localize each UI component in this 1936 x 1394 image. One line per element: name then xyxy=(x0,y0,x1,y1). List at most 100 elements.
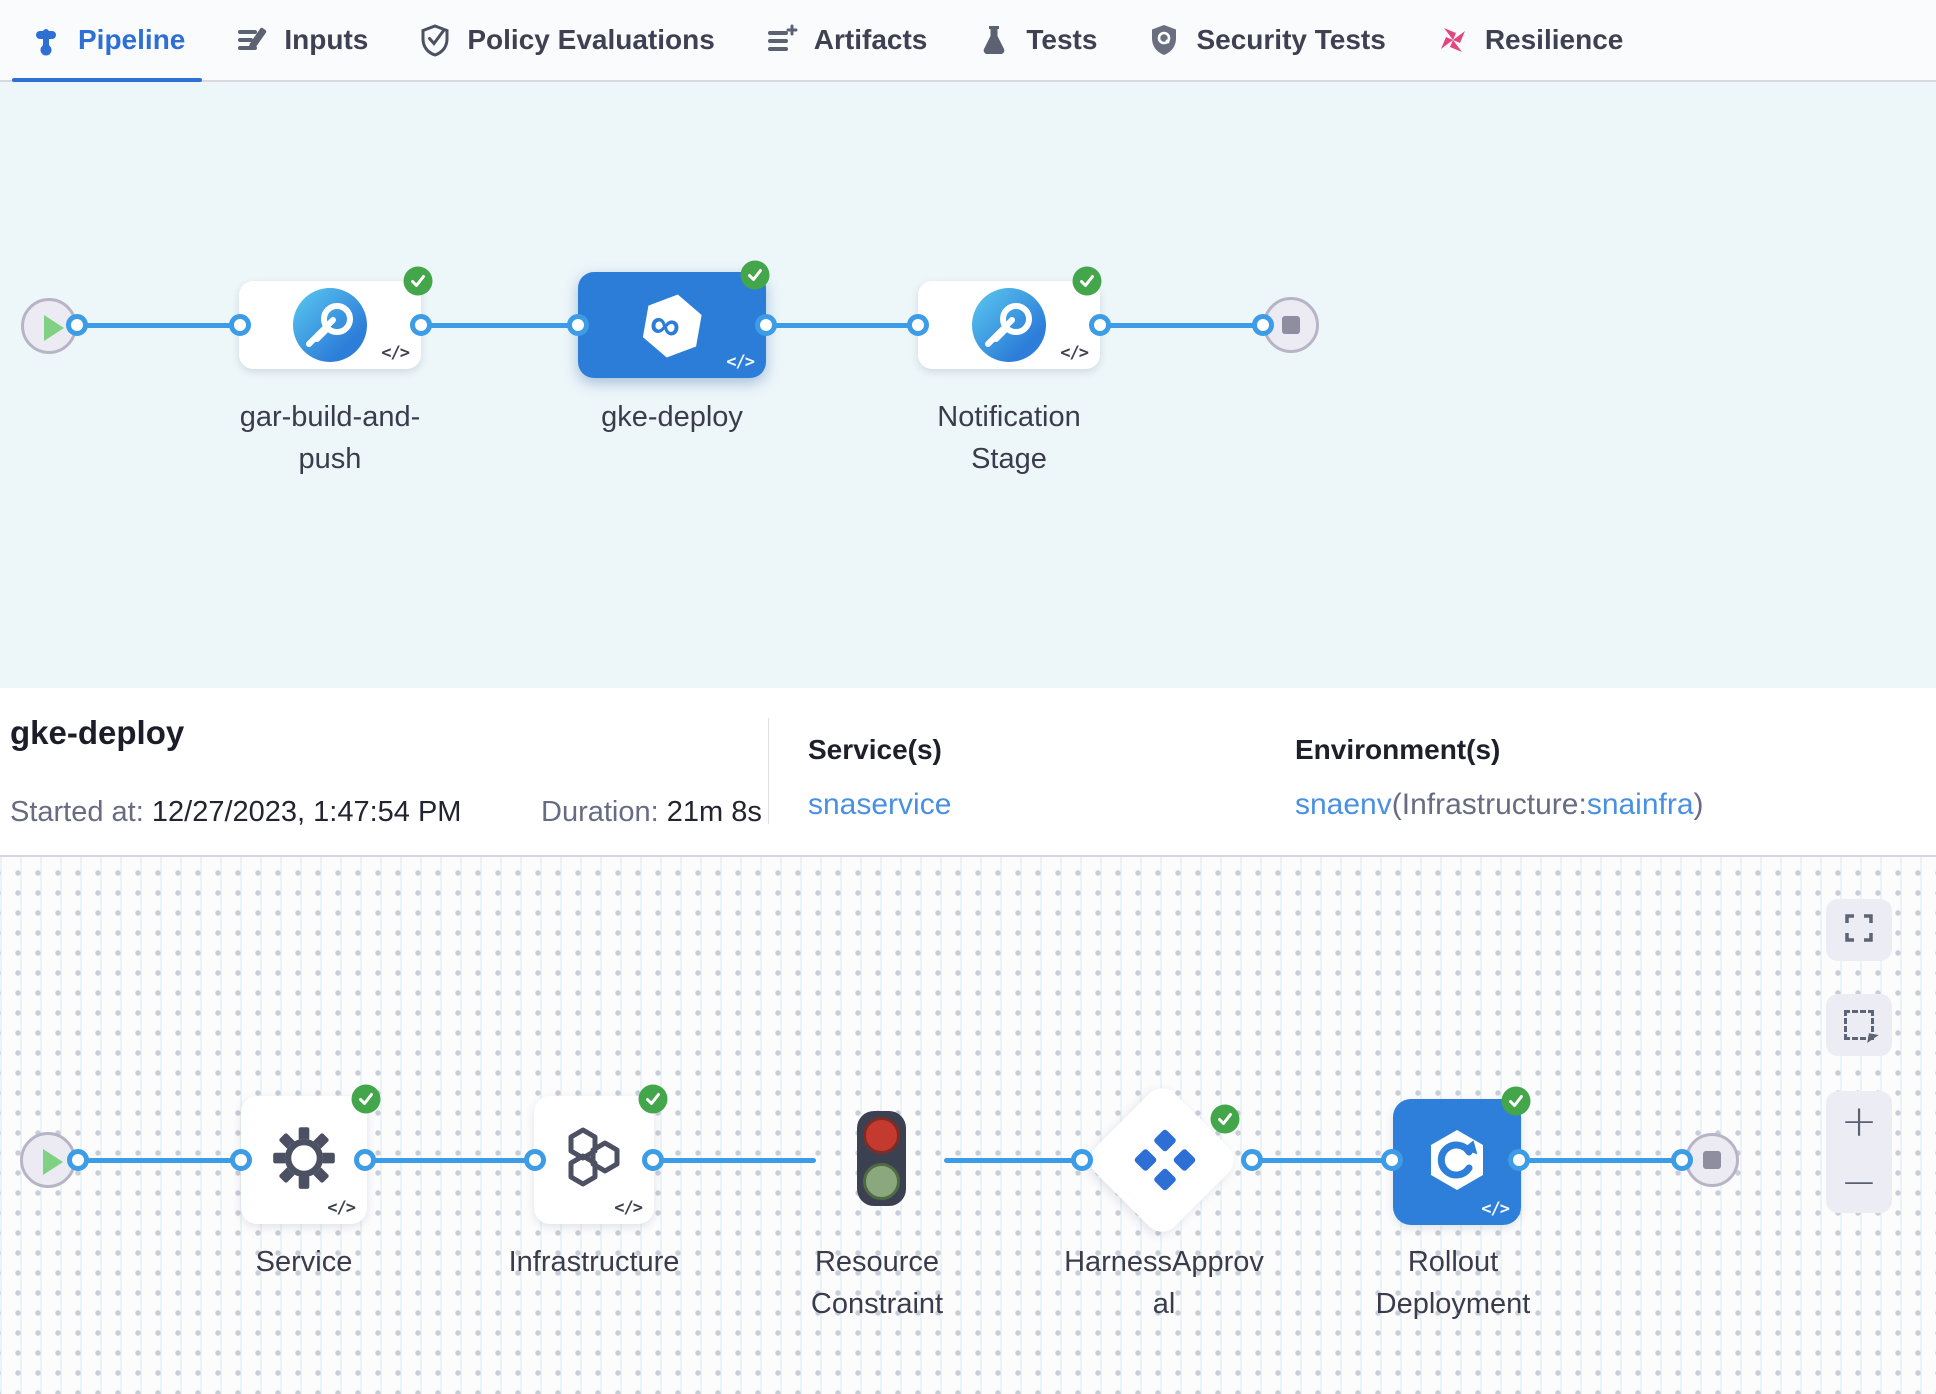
step-card-infrastructure[interactable]: </> xyxy=(534,1096,654,1224)
environment-link[interactable]: snaenv xyxy=(1295,788,1392,821)
service-link[interactable]: snaservice xyxy=(808,788,952,821)
stage-card-notification-stage[interactable]: </> xyxy=(918,281,1100,369)
infrastructure-link[interactable]: snainfra xyxy=(1586,788,1694,821)
yaml-code-icon[interactable]: </> xyxy=(726,352,755,372)
connector-dot xyxy=(1241,1149,1263,1171)
connector-dot xyxy=(567,314,589,336)
execution-start-node xyxy=(20,1132,76,1188)
stage-title: gke-deploy xyxy=(10,714,185,751)
infrastructure-suffix: ) xyxy=(1693,788,1704,821)
deploy-stage-icon: ∞ xyxy=(635,287,708,368)
connector-line xyxy=(766,322,918,328)
connector-dot xyxy=(755,314,777,336)
tab-pipeline[interactable]: Pipeline xyxy=(4,0,210,82)
play-icon xyxy=(44,315,64,341)
execution-graph-canvas[interactable]: </> </> xyxy=(0,856,1936,1394)
infrastructure-prefix: (Infrastructure: xyxy=(1391,788,1587,821)
fullscreen-button[interactable] xyxy=(1826,899,1892,961)
stage-card-gke-deploy[interactable]: ∞ </> xyxy=(578,272,766,378)
environments-header: Environment(s) xyxy=(1295,734,1501,765)
tab-artifacts[interactable]: Artifacts xyxy=(740,0,953,80)
tab-policy-evaluations[interactable]: Policy Evaluations xyxy=(393,0,739,80)
started-at-label: Started at: xyxy=(10,796,144,828)
inputs-icon xyxy=(235,23,269,57)
marquee-select-button[interactable] xyxy=(1826,994,1892,1056)
resilience-pinwheel-icon xyxy=(1436,23,1470,57)
connector-dot xyxy=(67,1149,89,1171)
connector-line xyxy=(421,322,578,328)
stop-icon xyxy=(1703,1151,1721,1169)
gear-icon xyxy=(270,1124,338,1197)
tab-tests[interactable]: Tests xyxy=(952,0,1122,80)
connector-dot xyxy=(1508,1149,1530,1171)
connector-dot xyxy=(642,1149,664,1171)
connector-dot xyxy=(229,314,251,336)
yaml-code-icon[interactable]: </> xyxy=(614,1198,643,1218)
stage-label[interactable]: gar-build-and-push xyxy=(239,401,421,475)
zoom-in-button[interactable]: + xyxy=(1840,1095,1878,1147)
stage-label[interactable]: gke-deploy xyxy=(601,401,743,433)
yaml-code-icon[interactable]: </> xyxy=(1481,1199,1510,1219)
step-label[interactable]: Service xyxy=(255,1246,353,1278)
vertical-divider xyxy=(768,718,769,824)
rollout-icon xyxy=(1423,1126,1491,1199)
success-check-badge xyxy=(1501,1086,1531,1116)
connector-dot xyxy=(524,1149,546,1171)
step-label[interactable]: Infrastructure xyxy=(508,1246,680,1278)
success-check-badge xyxy=(740,260,770,290)
play-icon xyxy=(43,1149,63,1175)
tab-label: Tests xyxy=(1026,24,1098,55)
duration-value: 21m 8s xyxy=(666,796,762,828)
zoom-out-button[interactable]: − xyxy=(1840,1156,1878,1208)
step-resource-constraint-traffic-light-icon[interactable] xyxy=(857,1111,906,1206)
connector-dot xyxy=(1089,314,1111,336)
tab-label: Inputs xyxy=(284,24,369,55)
green-light xyxy=(863,1163,900,1200)
success-check-badge xyxy=(1210,1104,1240,1134)
tab-label: Resilience xyxy=(1484,24,1624,55)
success-check-badge xyxy=(1072,266,1102,296)
environment-line: snaenv(Infrastructure:snainfra) xyxy=(1295,788,1704,822)
duration: Duration: 21m 8s xyxy=(541,796,762,829)
custom-stage-icon xyxy=(293,288,367,362)
step-card-rollout-deployment[interactable]: </> xyxy=(1393,1099,1521,1225)
yaml-code-icon[interactable]: </> xyxy=(381,343,410,363)
step-label[interactable]: Resource Constraint xyxy=(810,1246,944,1320)
step-label[interactable]: HarnessApproval xyxy=(1064,1246,1264,1320)
flask-icon xyxy=(977,23,1011,57)
connector-dot xyxy=(354,1149,376,1171)
connector-line xyxy=(1252,1157,1392,1163)
connector-dot xyxy=(230,1149,252,1171)
success-check-badge xyxy=(351,1084,381,1114)
connector-dot xyxy=(1252,314,1274,336)
duration-label: Duration: xyxy=(541,796,659,828)
connector-line xyxy=(944,1157,1082,1163)
execution-end-node xyxy=(1685,1133,1739,1187)
connector-line xyxy=(653,1157,816,1163)
yaml-code-icon[interactable]: </> xyxy=(1060,343,1089,363)
hexagons-icon xyxy=(561,1126,627,1195)
approval-diamond-icon xyxy=(1133,1128,1197,1197)
connector-dot xyxy=(907,314,929,336)
step-card-service[interactable]: </> xyxy=(241,1096,367,1224)
tab-label: Artifacts xyxy=(813,24,928,55)
tab-label: Pipeline xyxy=(78,24,186,55)
fullscreen-icon xyxy=(1843,912,1875,949)
connector-dot xyxy=(1071,1149,1093,1171)
connector-line xyxy=(1100,322,1263,328)
stage-card-gar-build-and-push[interactable]: </> xyxy=(239,281,421,369)
tab-label: Policy Evaluations xyxy=(467,24,715,55)
stage-label[interactable]: Notification Stage xyxy=(937,401,1081,475)
step-label[interactable]: Rollout Deployment xyxy=(1375,1246,1531,1320)
tab-inputs[interactable]: Inputs xyxy=(210,0,393,80)
connector-dot xyxy=(66,314,88,336)
custom-stage-icon xyxy=(972,288,1046,362)
pipeline-icon xyxy=(29,23,63,57)
tab-security-tests[interactable]: Security Tests xyxy=(1122,0,1410,80)
started-at-value: 12/27/2023, 1:47:54 PM xyxy=(151,796,462,828)
yaml-code-icon[interactable]: </> xyxy=(327,1198,356,1218)
tab-resilience[interactable]: Resilience xyxy=(1411,0,1649,80)
connector-line xyxy=(77,322,240,328)
stop-icon xyxy=(1282,316,1300,334)
